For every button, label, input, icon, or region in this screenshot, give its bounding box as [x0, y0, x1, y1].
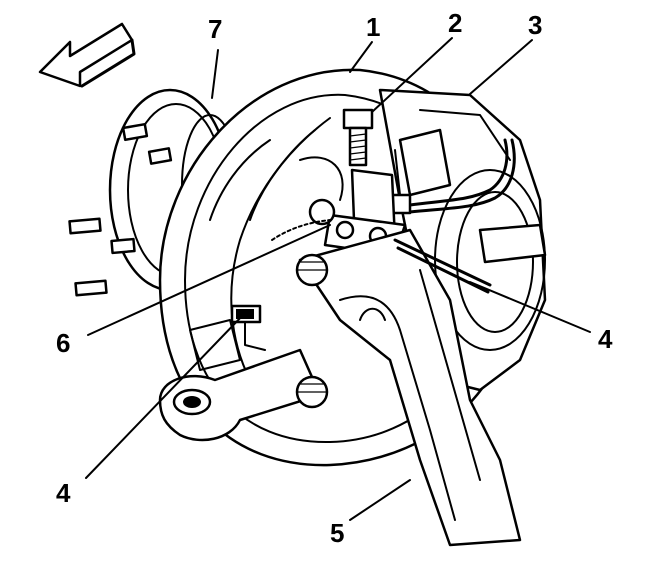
- callout-4-left: 4: [56, 478, 71, 508]
- bolt: [342, 108, 374, 167]
- callout-2: 2: [448, 8, 462, 38]
- steering-knuckle: [378, 88, 547, 392]
- callout-1: 1: [366, 12, 380, 42]
- control-arm: [298, 228, 522, 547]
- leader-lines: [85, 37, 591, 521]
- callout-3: 3: [528, 10, 542, 40]
- callout-5: 5: [330, 518, 344, 548]
- wire-harness: [271, 219, 492, 294]
- callout-7: 7: [208, 14, 222, 44]
- knuckle-nuts: [295, 253, 329, 409]
- wheel-studs: [68, 122, 173, 297]
- lower-arm-eye: [158, 348, 322, 442]
- direction-arrow-icon: [38, 22, 136, 88]
- callout-4-right: 4: [598, 324, 613, 354]
- callout-6: 6: [56, 328, 70, 358]
